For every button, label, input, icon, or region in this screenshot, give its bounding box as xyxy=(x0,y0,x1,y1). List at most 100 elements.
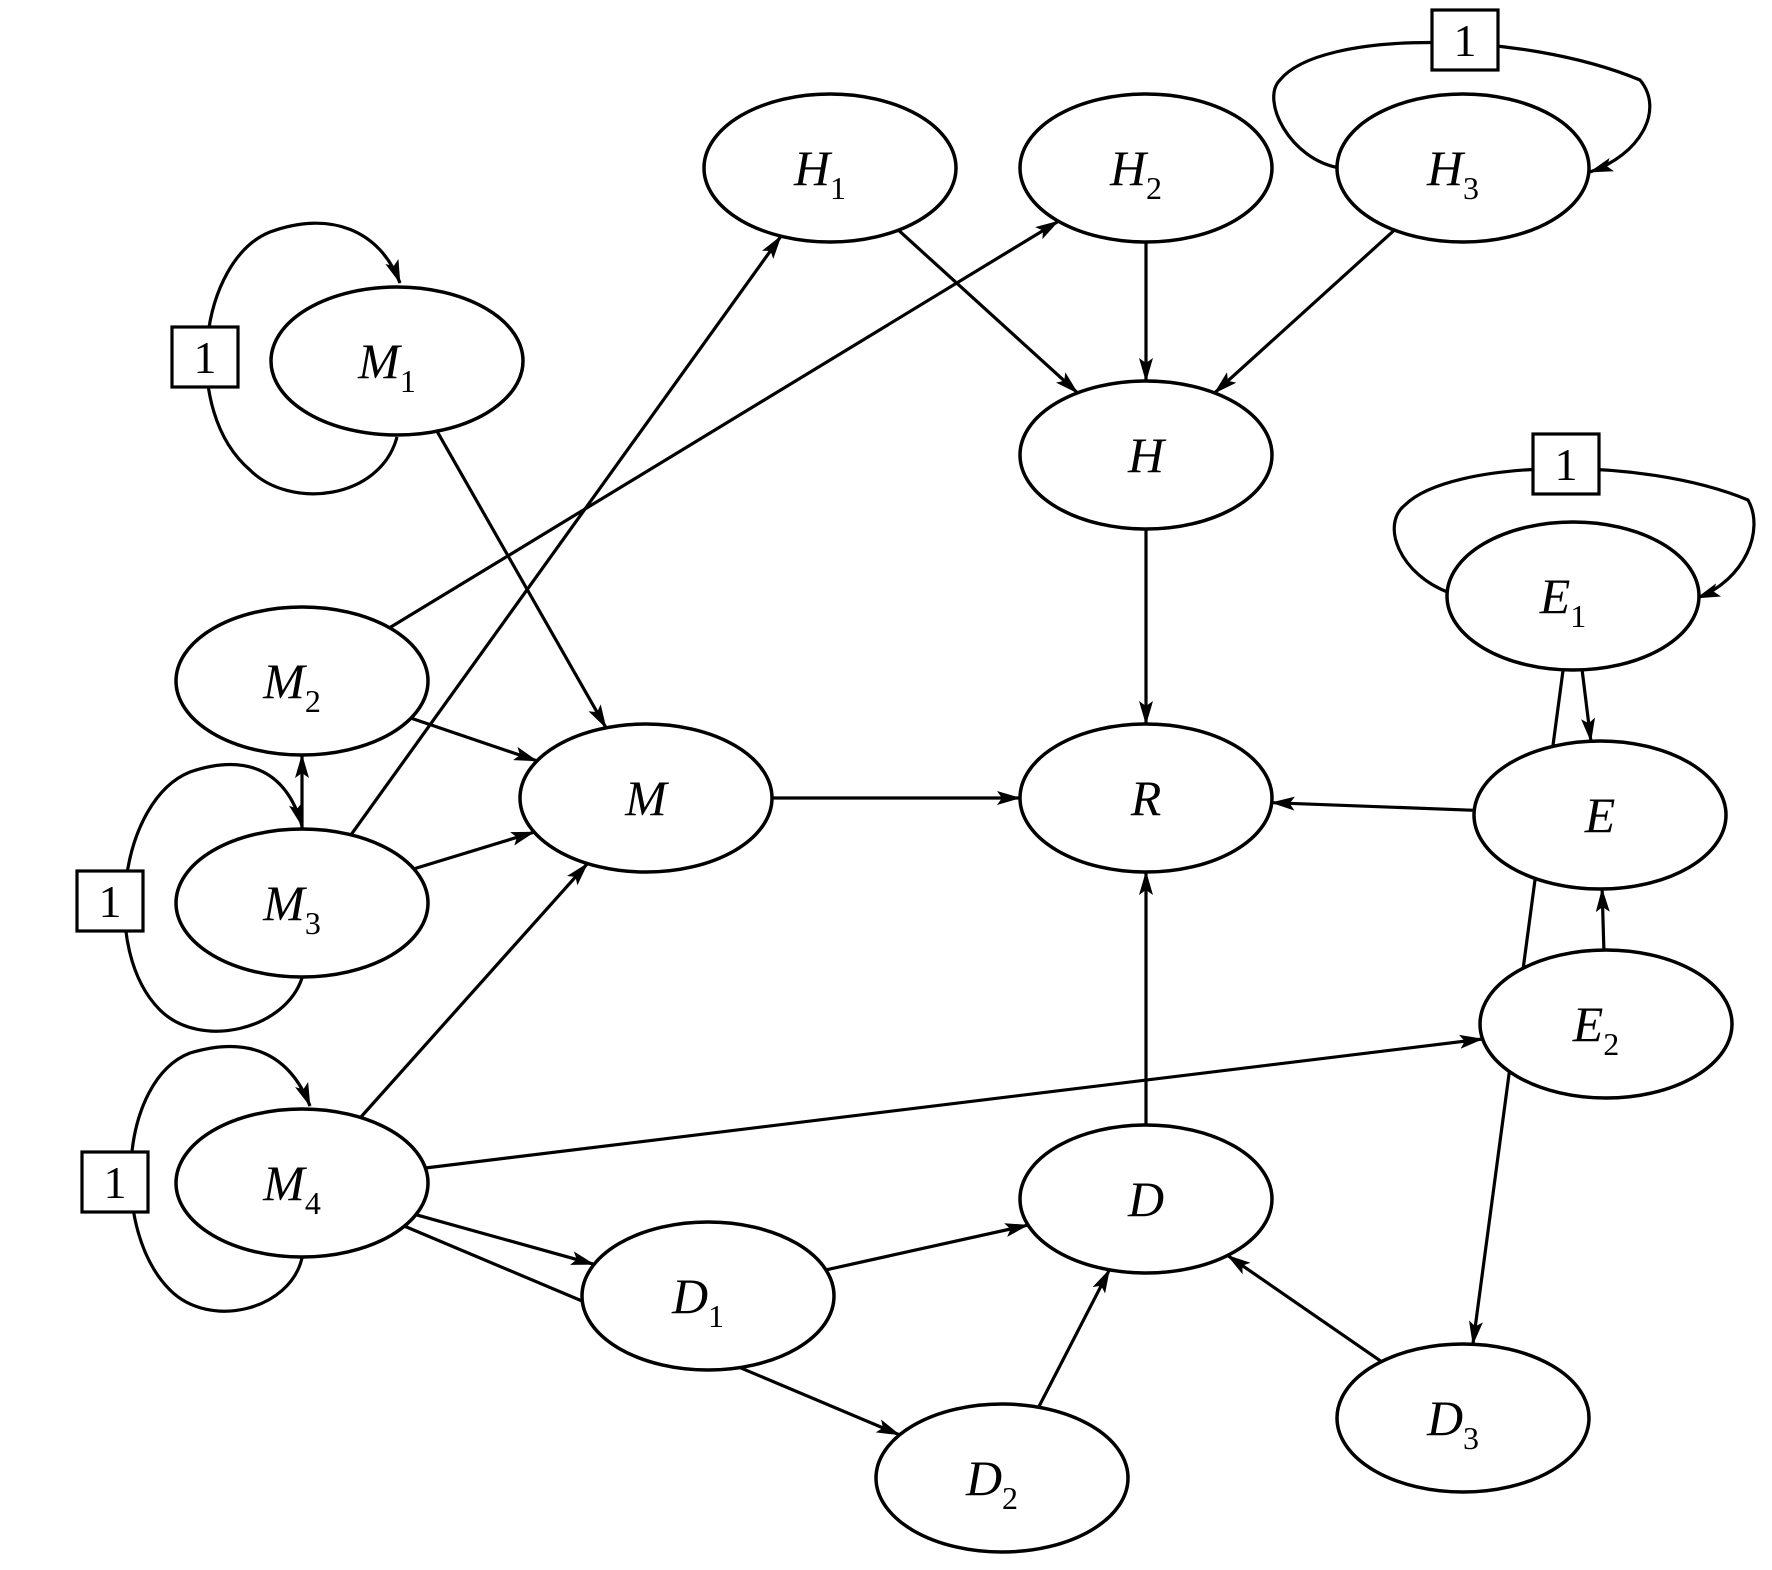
node-subscript: 3 xyxy=(1463,1420,1479,1456)
node-subscript: 1 xyxy=(830,170,846,206)
node-letter: M xyxy=(262,653,307,709)
node-shape xyxy=(1335,1342,1591,1494)
loop-weight-box: 1 xyxy=(170,325,240,389)
node-shape xyxy=(874,1402,1130,1554)
loop-weight-box: 1 xyxy=(1531,432,1601,496)
node-letter: M xyxy=(624,770,669,826)
node-label: H3 xyxy=(1426,140,1479,206)
edge-m1-to-m xyxy=(435,430,608,729)
node-label: M4 xyxy=(262,1155,321,1221)
self-loop-h3: 1 xyxy=(1272,8,1652,174)
self-loop-e1: 1 xyxy=(1392,432,1756,600)
node-shape xyxy=(1472,739,1728,891)
node-h2: H2 xyxy=(1018,92,1274,244)
node-shape xyxy=(1478,948,1734,1100)
edge-e2-to-e xyxy=(1595,888,1610,951)
node-m3: M3 xyxy=(174,827,430,979)
self-loop-arrow xyxy=(1272,40,1652,174)
node-label: E1 xyxy=(1539,568,1587,634)
node-label: D3 xyxy=(1426,1390,1479,1456)
edge-d1-to-d xyxy=(825,1223,1030,1272)
node-subscript: 3 xyxy=(1463,170,1479,206)
node-subscript: 2 xyxy=(1146,170,1162,206)
loop-weight-label: 1 xyxy=(1555,439,1578,490)
node-letter: D xyxy=(1127,1171,1164,1227)
node-shape xyxy=(1335,92,1591,244)
node-letter: R xyxy=(1130,770,1162,826)
loop-weight-box: 1 xyxy=(80,1150,150,1214)
node-shape xyxy=(702,92,958,244)
node-m1: M1 xyxy=(269,285,525,437)
node-h: H xyxy=(1018,379,1274,531)
self-loop-m3: 1 xyxy=(75,763,304,1033)
node-letter: E xyxy=(1572,996,1604,1052)
edge-m3-to-h1 xyxy=(349,235,783,836)
node-d: D xyxy=(1018,1123,1274,1275)
node-subscript: 2 xyxy=(1603,1026,1619,1062)
node-e2: E2 xyxy=(1478,948,1734,1100)
node-m4: M4 xyxy=(174,1107,430,1259)
node-letter: H xyxy=(1127,427,1167,483)
node-shape xyxy=(174,605,430,757)
node-subscript: 1 xyxy=(708,1298,724,1334)
node-label: M3 xyxy=(262,875,321,941)
edge-m4-to-m xyxy=(359,862,589,1119)
node-subscript: 2 xyxy=(1002,1480,1018,1516)
node-label: D2 xyxy=(965,1450,1018,1516)
node-label: E2 xyxy=(1572,996,1620,1062)
node-e: E xyxy=(1472,739,1728,891)
node-shape xyxy=(174,1107,430,1259)
node-subscript: 4 xyxy=(305,1185,321,1221)
node-m: M xyxy=(518,722,774,874)
node-shape xyxy=(1445,520,1701,672)
node-shape xyxy=(174,827,430,979)
self-loops-layer: 1 1 1 1 1 xyxy=(75,8,1756,1313)
node-label: H1 xyxy=(793,140,846,206)
edge-d3-to-d xyxy=(1226,1254,1383,1363)
node-shape xyxy=(518,722,774,874)
node-letter: H xyxy=(1109,140,1149,196)
node-subscript: 2 xyxy=(305,683,321,719)
edge-m4-to-e2 xyxy=(425,1034,1484,1170)
edge-m2-to-m xyxy=(410,716,538,763)
node-shape xyxy=(1018,379,1274,531)
node-subscript: 1 xyxy=(1570,598,1586,634)
node-letter: M xyxy=(357,333,402,389)
node-label: H2 xyxy=(1109,140,1162,206)
node-letter: D xyxy=(1426,1390,1463,1446)
loop-weight-box: 1 xyxy=(75,869,145,933)
edge-m3-to-m xyxy=(413,830,536,871)
node-letter: D xyxy=(671,1268,708,1324)
node-letter: D xyxy=(965,1450,1002,1506)
self-loop-m1: 1 xyxy=(170,221,402,496)
node-d2: D2 xyxy=(874,1402,1130,1554)
node-h1: H1 xyxy=(702,92,958,244)
node-subscript: 3 xyxy=(305,905,321,941)
loop-weight-label: 1 xyxy=(104,1157,127,1208)
node-letter: E xyxy=(1539,568,1571,624)
node-label: M2 xyxy=(262,653,321,719)
self-loop-m4: 1 xyxy=(80,1044,312,1313)
edge-e-to-r xyxy=(1270,796,1475,812)
node-m2: M2 xyxy=(174,605,430,757)
node-h3: H3 xyxy=(1335,92,1591,244)
loop-weight-label: 1 xyxy=(194,332,217,383)
node-shape xyxy=(269,285,525,437)
node-label: H xyxy=(1127,427,1167,483)
loop-weight-box: 1 xyxy=(1430,8,1500,72)
node-d1: D1 xyxy=(580,1220,836,1372)
loop-weight-label: 1 xyxy=(1454,15,1477,66)
node-r: R xyxy=(1018,722,1274,874)
edge-d2-to-d xyxy=(1037,1268,1111,1408)
node-shape xyxy=(1018,1123,1274,1275)
node-letter: E xyxy=(1584,787,1616,843)
node-label: E xyxy=(1584,787,1616,843)
edge-h1-to-h xyxy=(897,228,1079,395)
node-letter: M xyxy=(262,875,307,931)
node-label: D xyxy=(1127,1171,1164,1227)
node-letter: H xyxy=(793,140,833,196)
node-label: R xyxy=(1130,770,1162,826)
node-shape xyxy=(1018,722,1274,874)
